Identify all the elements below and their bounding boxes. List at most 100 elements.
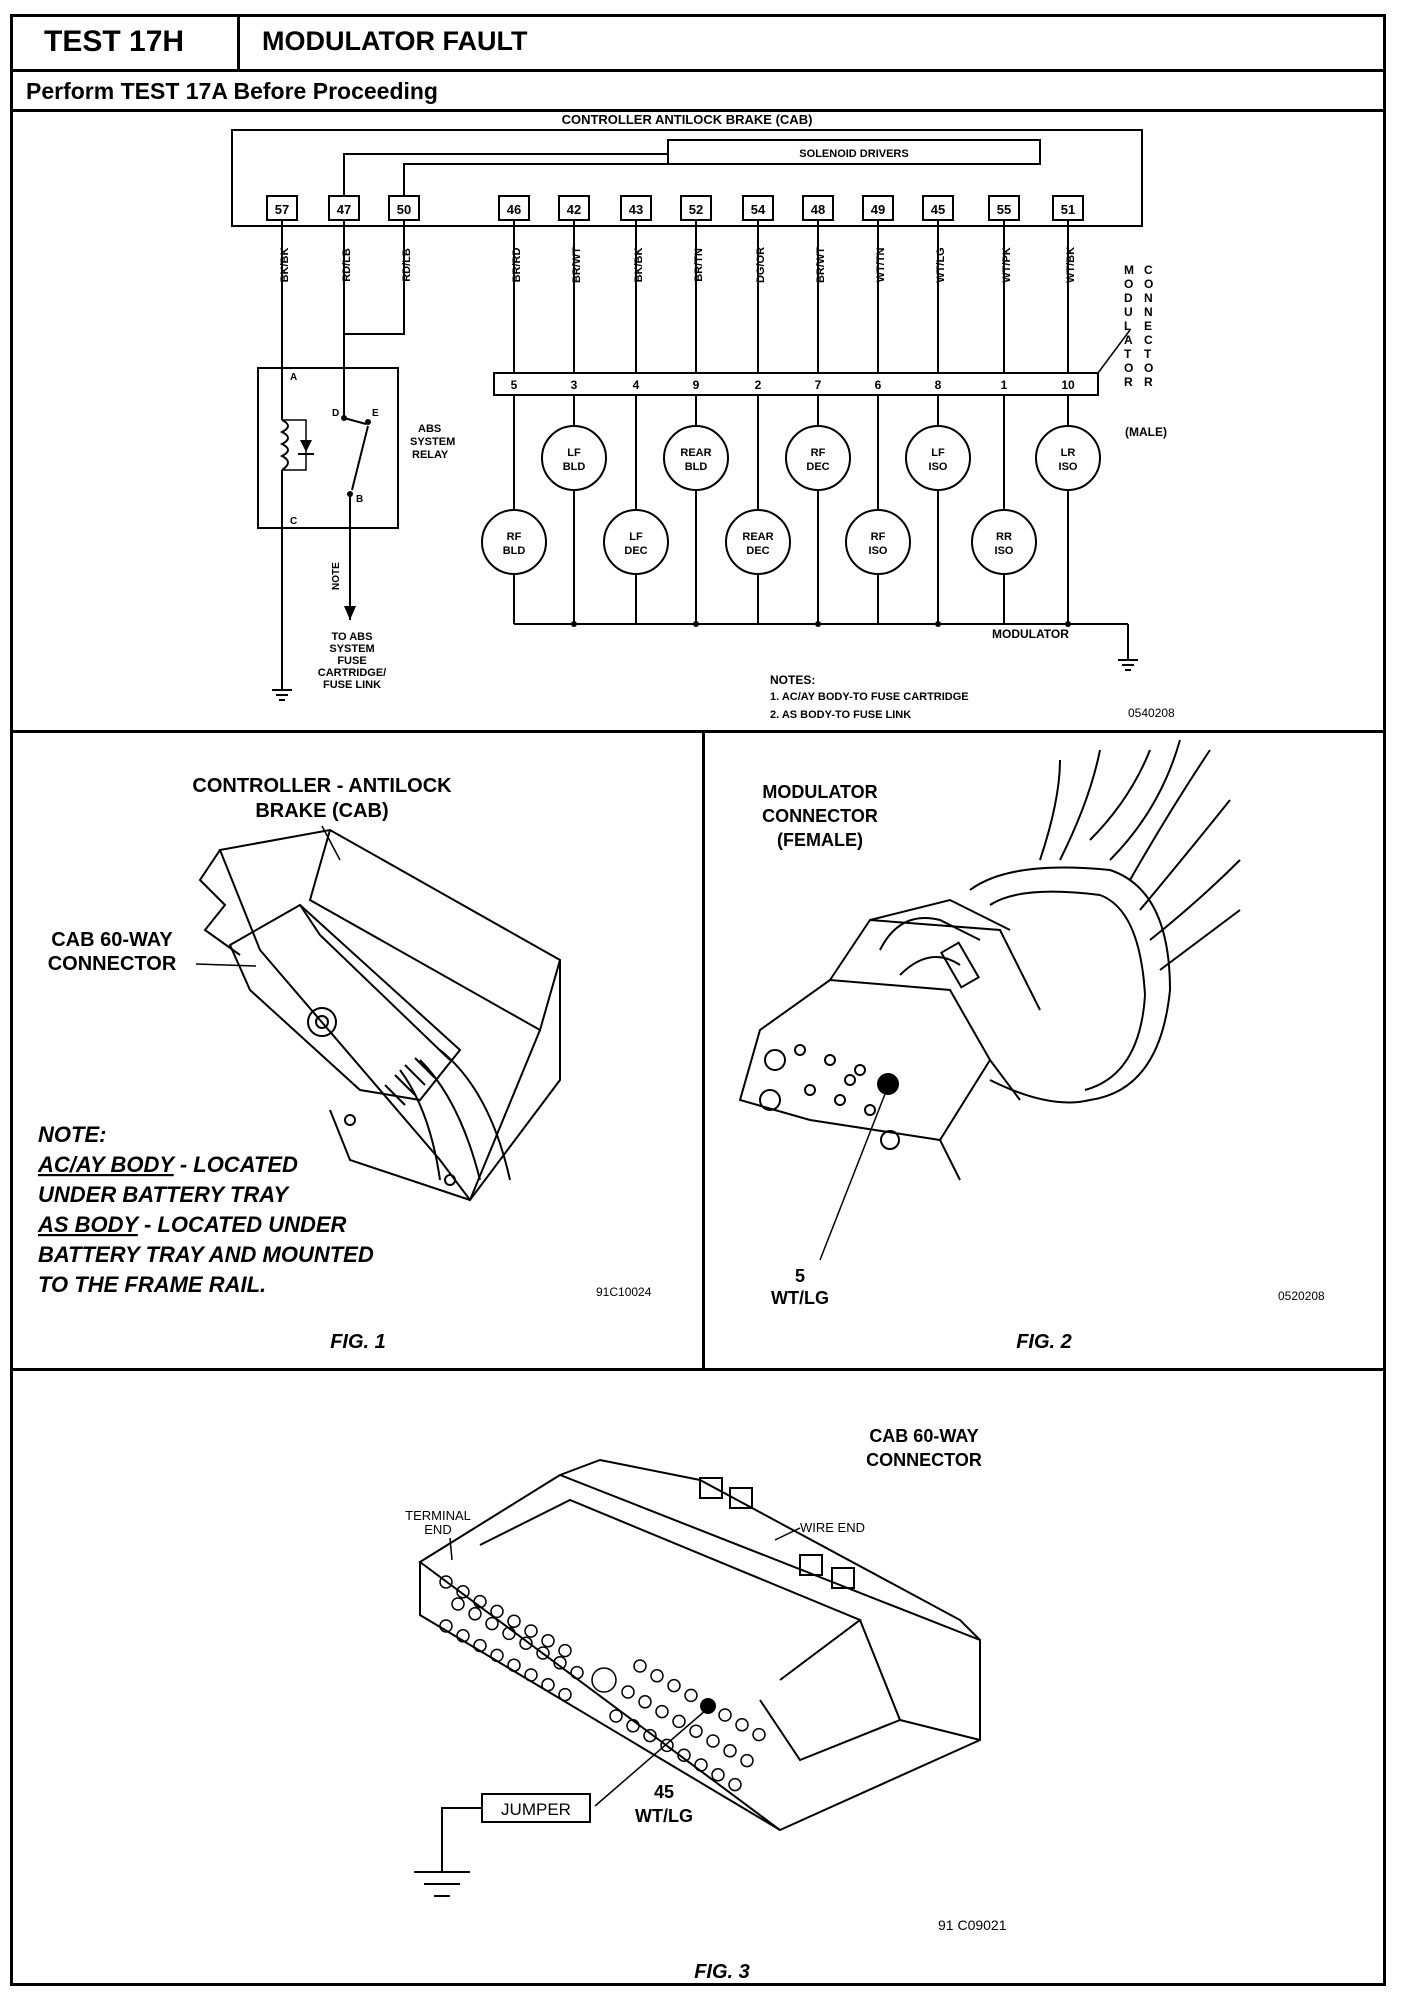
pin-box-48 <box>802 195 834 221</box>
fig3-wire-end-leader <box>774 1527 801 1541</box>
fig3-pin-b-7 <box>570 1665 584 1680</box>
fig3-pin-f-5 <box>694 1758 708 1772</box>
relay-switch-icon <box>341 334 371 620</box>
fig3-pin-f-2 <box>643 1728 657 1743</box>
test-title: MODULATOR FAULT <box>262 26 528 56</box>
fig3-pin-b-5 <box>536 1646 550 1660</box>
fig3-pin-c-1 <box>456 1629 470 1643</box>
connector-terminal-3: 3 <box>571 378 578 392</box>
fig3-pin-d-6 <box>735 1718 749 1732</box>
fig3-pin-f-0 <box>609 1709 623 1723</box>
fig1-controller-label-2: BRAKE (CAB) <box>255 800 388 822</box>
page-frame <box>10 14 1386 1986</box>
modulator-connector-strip <box>493 372 1099 396</box>
pin-number-52: 52 <box>689 202 703 217</box>
valve-bottom-label1-2: REAR <box>742 531 773 543</box>
fig3-pin-d-2 <box>667 1678 681 1693</box>
fig2: MODULATOR CONNECTOR (FEMALE) 5 WT/LG <box>738 739 1325 1353</box>
pin-number-51: 51 <box>1061 202 1075 217</box>
cab-controller-drawing <box>198 828 561 1202</box>
wire-50-to-relay <box>344 310 405 335</box>
valve-top-label2-4: ISO <box>1059 461 1078 473</box>
pin-number-57: 57 <box>275 202 289 217</box>
fig3-ground-icon <box>414 1871 470 1897</box>
pin-wire-46: BR/RD <box>511 248 523 283</box>
fig3-pin-c-2 <box>473 1638 487 1653</box>
valve-bottom-label1-3: RF <box>871 531 886 543</box>
connector-terminal-1: 1 <box>1001 378 1008 392</box>
note-label-vertical: NOTE <box>331 562 342 590</box>
fig3-pin-c-0 <box>439 1619 453 1633</box>
pin-number-54: 54 <box>751 202 766 217</box>
to-fuse-line-0: TO ABS <box>332 631 373 643</box>
schematic-figure-code: 0540208 <box>1128 706 1175 720</box>
relay-label-3: RELAY <box>412 449 449 461</box>
fig2-pin-leader <box>819 1093 886 1261</box>
cab-60-way-connector-drawing <box>228 903 511 1201</box>
fig3-pin-b-1 <box>468 1607 482 1621</box>
connector-terminal-2: 2 <box>755 378 762 392</box>
to-fuse-line-2: FUSE <box>337 655 366 667</box>
note-1: 1. AC/AY BODY-TO FUSE CARTRIDGE <box>770 691 969 703</box>
fig3-label-2: CONNECTOR <box>866 1450 982 1470</box>
connector-terminal-6: 6 <box>875 378 882 392</box>
fig3-jumper-wire <box>441 1807 482 1872</box>
pin-wire-50: RD/LB <box>401 248 413 282</box>
fig3-pin-number: 45 <box>654 1782 674 1802</box>
fig3-pin-a-3 <box>490 1604 504 1619</box>
fig3-pin-f-3 <box>660 1738 674 1753</box>
fig1-note-line-1: UNDER BATTERY TRAY <box>38 1182 290 1207</box>
pin-wire-55: WT/PK <box>1001 247 1013 282</box>
fig1-connector-label-2: CONNECTOR <box>48 953 177 975</box>
fig3-pin-a-0 <box>439 1575 453 1589</box>
fig3-pin-a-7 <box>558 1643 572 1658</box>
fig3-jumper-label: JUMPER <box>501 1800 571 1819</box>
fig3-pin-a-6 <box>541 1634 555 1648</box>
fig3-pin-e-4 <box>689 1724 703 1738</box>
fig3-pin-e-7 <box>740 1753 754 1768</box>
fig3-pin-a-1 <box>456 1585 470 1599</box>
pin-box-46 <box>498 195 530 221</box>
relay-terminal-b: B <box>356 494 363 505</box>
pin-wire-48: BR/WT <box>815 247 827 283</box>
abs-relay-box <box>257 367 399 529</box>
modulator-ground-icon <box>1118 659 1138 671</box>
fig3-pin-b-6 <box>553 1656 567 1670</box>
fig2-pin-wire: WT/LG <box>771 1288 829 1308</box>
fig2-pin-5-marker <box>877 1073 899 1095</box>
relay-terminal-e: E <box>372 408 379 419</box>
fig3-pin-d-0 <box>633 1659 647 1673</box>
fig3-pin-d-7 <box>752 1727 766 1742</box>
fig1-connector-leader <box>195 963 257 967</box>
pin-number-49: 49 <box>871 202 885 217</box>
valve-top-label1-1: REAR <box>680 447 711 459</box>
pin-box-52 <box>680 195 712 221</box>
relay-coil-icon <box>279 374 314 520</box>
fig3-pin-e-1 <box>638 1695 652 1709</box>
pin-wire-42: BR/WT <box>571 247 583 283</box>
pin-wire-52: BR/TN <box>693 248 705 282</box>
valve-top-label2-1: BLD <box>685 461 708 473</box>
fig3-pin-f-7 <box>728 1777 742 1792</box>
valve-bottom-label2-4: ISO <box>995 545 1014 557</box>
valve-top-label2-3: ISO <box>929 461 948 473</box>
pin-wire-49: WT/TN <box>875 248 887 283</box>
fig2-pin-number: 5 <box>795 1266 805 1286</box>
fig3-pin-f-4 <box>677 1748 691 1762</box>
fig3: CAB 60-WAY CONNECTOR TERMINAL END WIRE E… <box>405 1426 1007 1983</box>
fig2-code: 0520208 <box>1278 1289 1325 1303</box>
pin-wire-43: BK/BK <box>633 248 645 283</box>
fig3-pin-e-3 <box>672 1714 686 1729</box>
fig3-code: 91 C09021 <box>938 1917 1007 1933</box>
fig1-note-line-4: TO THE FRAME RAIL. <box>38 1272 266 1297</box>
fig1: CONTROLLER - ANTILOCK BRAKE (CAB) CAB 60… <box>37 775 652 1353</box>
to-fuse-line-4: FUSE LINK <box>323 679 381 691</box>
relay-terminal-d: D <box>332 408 339 419</box>
pins-group: 57BK/BK47RD/LB50RD/LB46BR/RD42BR/WT43BK/… <box>266 195 1084 373</box>
fig3-terminal-end-leader <box>449 1537 453 1561</box>
solenoid-box <box>667 139 1041 165</box>
